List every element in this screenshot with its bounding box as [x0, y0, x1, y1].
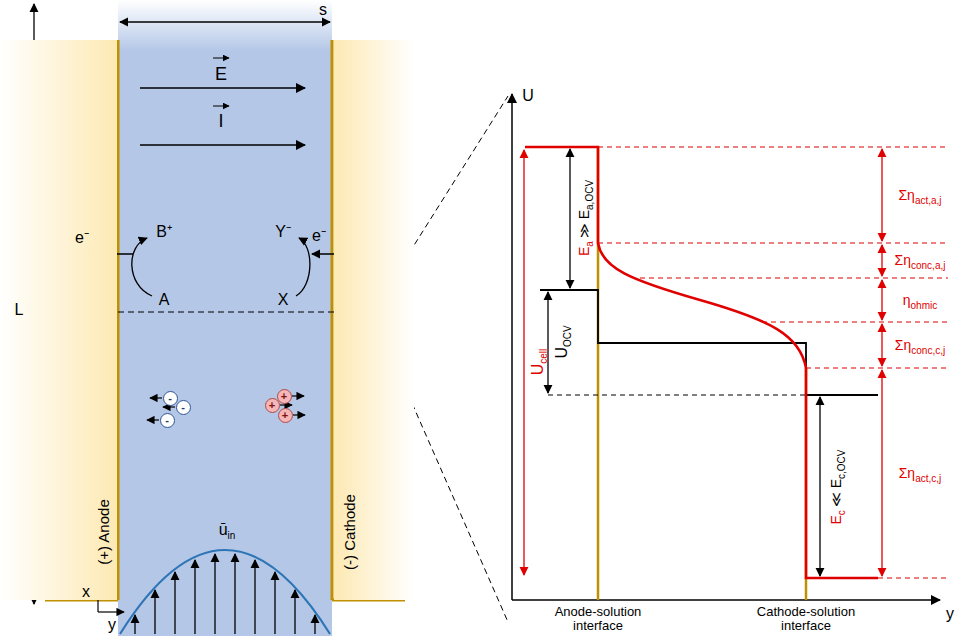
label-text: E	[576, 247, 592, 256]
label-text: B⁺	[156, 223, 172, 240]
ion-charge: +	[281, 390, 287, 402]
label-group: I	[218, 111, 223, 132]
zoom-lines	[118, 96, 508, 622]
label-group: Σηact,a,j	[898, 187, 941, 203]
label-text: Y⁻	[275, 223, 291, 240]
label-text: e⁻	[75, 229, 89, 246]
label-text: e⁻	[312, 227, 326, 244]
label-group: E	[215, 64, 227, 85]
velocity-arrows	[135, 554, 315, 634]
label-group: Ec ≪ Ec,OCV	[828, 449, 844, 524]
label-group: e⁻	[75, 229, 89, 247]
label-group: B⁺	[156, 223, 172, 241]
label-group: s	[319, 1, 327, 19]
ion-charge: +	[282, 409, 288, 421]
plot-axes	[512, 94, 940, 600]
label-group: UOCV	[553, 325, 571, 358]
label-text: a	[584, 241, 595, 247]
label-group: Ucell	[529, 349, 547, 376]
label-text: A	[159, 291, 170, 308]
cell-profile	[525, 147, 878, 578]
potential-arrows	[524, 149, 882, 576]
electrode-label: (+) Anode	[95, 499, 112, 564]
label-group: Anode-solution interface	[542, 605, 654, 633]
width-dimension	[120, 21, 330, 22]
label-text: c,OCV	[836, 449, 847, 478]
label-text: ≪ E	[828, 479, 844, 507]
label-group: Cathode-solution interface	[750, 605, 862, 633]
ion-charge: +	[269, 399, 275, 411]
ion-charge: -	[181, 401, 185, 413]
field-arrows	[140, 58, 305, 145]
label-text: Anode-solution interface	[542, 605, 654, 633]
label-text: E	[828, 515, 844, 524]
label-text: E	[215, 64, 227, 84]
label-text: s	[319, 1, 327, 18]
ion-circle: -	[160, 413, 175, 428]
electrode-band: (-) Cathode	[334, 40, 414, 600]
ion-circle: -	[163, 391, 178, 406]
reaction-arrows	[96, 238, 352, 296]
label-group: e⁻	[312, 227, 326, 245]
label-text: OCV	[562, 325, 573, 347]
label-group: x	[82, 583, 90, 601]
ion-circle: +	[277, 389, 292, 404]
label-text: Ση	[898, 187, 914, 203]
label-text: conc,c,j	[911, 345, 945, 356]
label-text: X	[278, 291, 289, 308]
label-group: Σηconc,c,j	[895, 337, 945, 353]
level-guides	[598, 147, 948, 578]
label-group: Ea ≫ Ea,OCV	[576, 180, 592, 256]
label-group: Σηact,c,j	[899, 465, 942, 481]
label-group: U	[522, 87, 534, 105]
label-text: ū	[219, 521, 228, 538]
label-text: U	[529, 364, 546, 376]
ion-circle: +	[278, 408, 293, 423]
label-group: y	[946, 605, 954, 623]
label-text: Ση	[895, 337, 911, 353]
velocity-profile	[120, 550, 330, 634]
label-group: A	[159, 291, 170, 309]
label-text: ≫ E	[576, 210, 592, 238]
ion-charge: -	[168, 392, 172, 404]
label-text: Ση	[899, 465, 915, 481]
label-text: I	[218, 111, 223, 131]
label-group: ūin	[219, 521, 236, 539]
label-group: y	[108, 616, 116, 634]
label-text: conc,a,j	[911, 260, 945, 271]
label-group: X	[278, 291, 289, 309]
label-text: cell	[538, 349, 549, 364]
label-text: η	[903, 292, 911, 308]
label-text: Ση	[895, 252, 911, 268]
label-text: U	[522, 87, 534, 104]
label-group: Σηconc,a,j	[895, 252, 946, 268]
electrolyte-channel	[118, 0, 332, 636]
label-text: U	[553, 347, 570, 359]
ocv-guide	[548, 395, 806, 396]
label-text: x	[82, 583, 90, 600]
label-text: c	[836, 510, 847, 515]
ion-circle: -	[176, 400, 191, 415]
label-text: in	[228, 530, 236, 541]
label-text: y	[108, 616, 116, 633]
label-text: act,c,j	[915, 473, 941, 484]
label-text: ohmic	[911, 300, 938, 311]
label-group: Y⁻	[275, 223, 291, 241]
label-text: L	[15, 301, 24, 318]
label-text: a,OCV	[584, 180, 595, 210]
label-group: ηohmic	[903, 292, 937, 308]
electrode-band: (+) Anode	[0, 40, 117, 600]
label-text: y	[946, 605, 954, 622]
ion-charge: -	[165, 414, 169, 426]
label-group: L	[15, 301, 24, 319]
ocv-profile	[540, 290, 878, 395]
label-text: act,a,j	[915, 195, 942, 206]
interfaces	[598, 147, 806, 600]
electrode-label: (-) Cathode	[341, 494, 358, 570]
label-text: Cathode-solution interface	[750, 605, 862, 633]
